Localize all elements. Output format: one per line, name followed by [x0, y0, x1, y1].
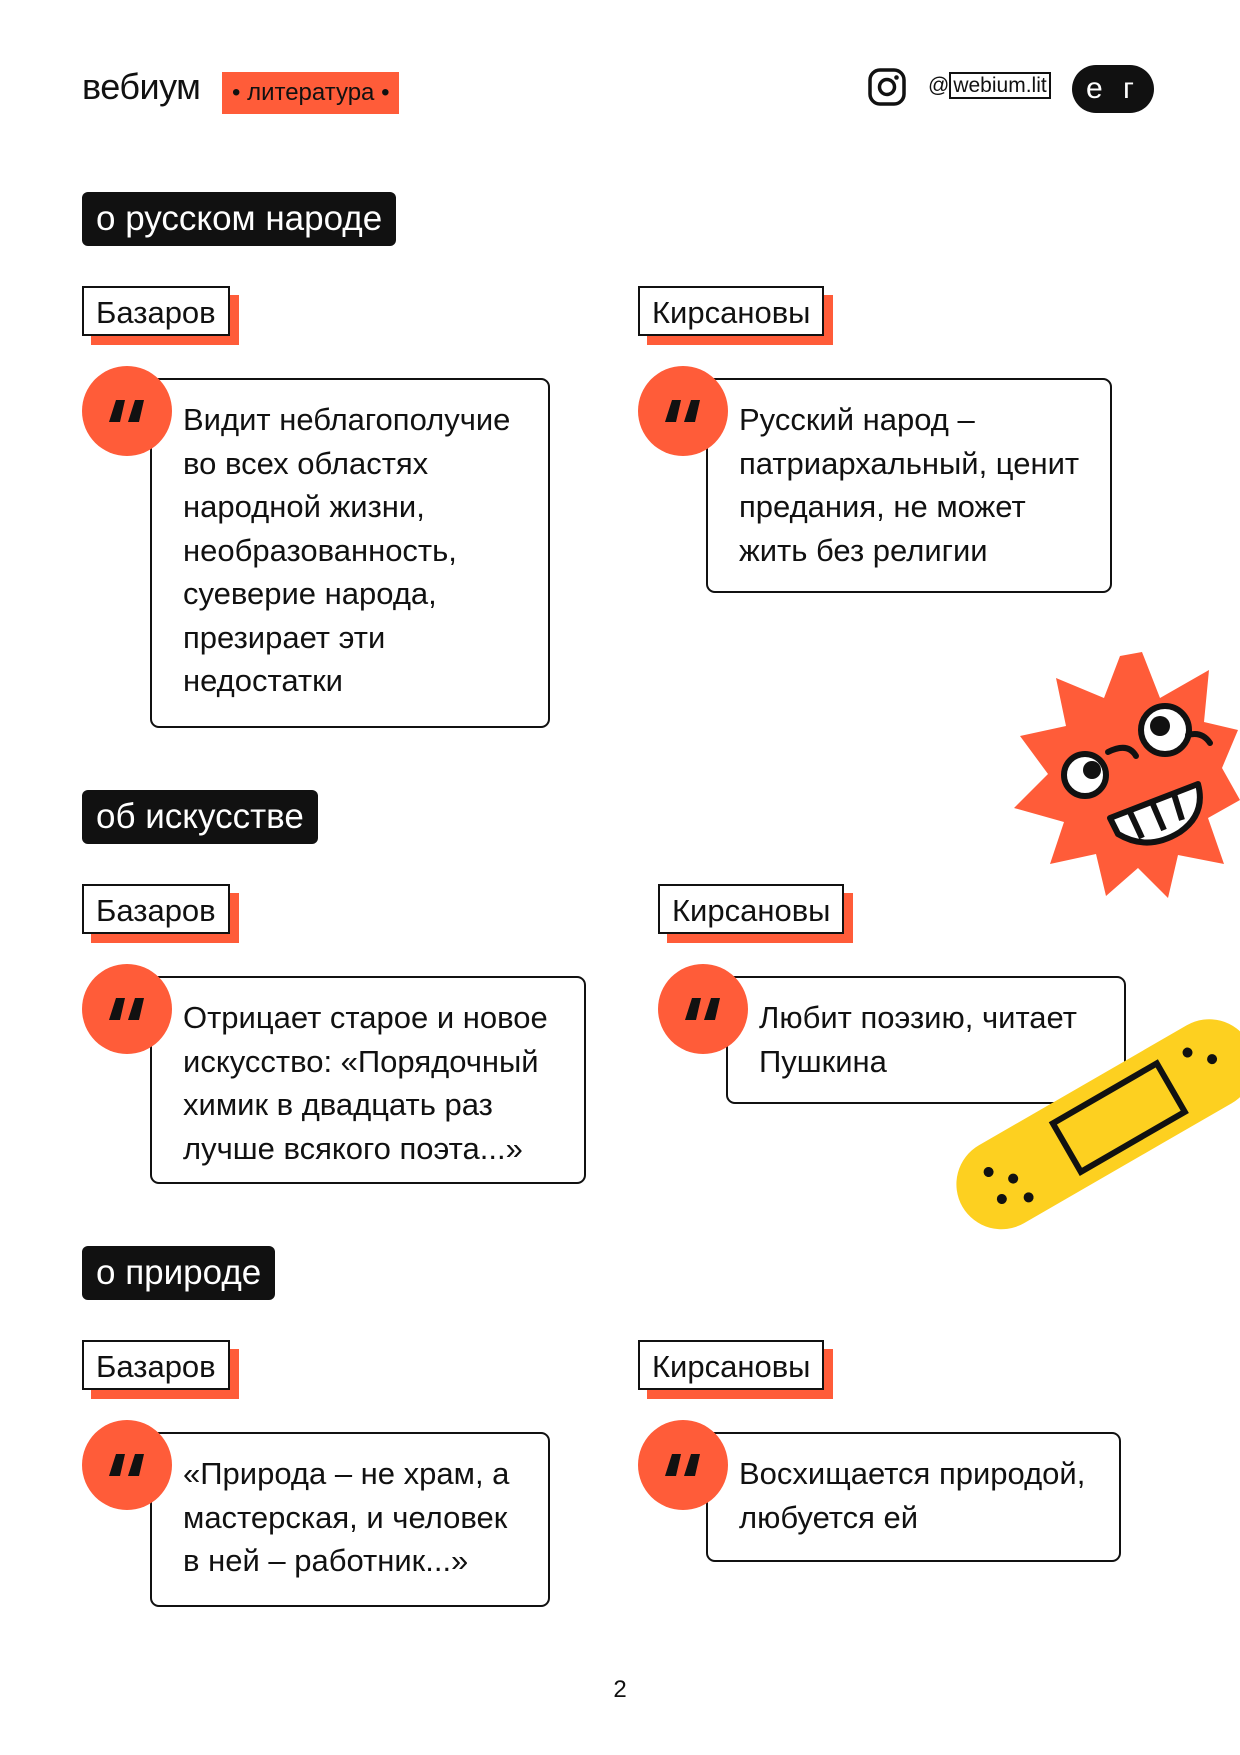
handle-text: webium.lit — [949, 72, 1051, 99]
at-sign: @ — [928, 74, 950, 97]
quote-card: «Природа – не храм, а мастерская, и чело… — [150, 1432, 550, 1607]
quote-card: Отрицает старое и новое искусство: «Поря… — [150, 976, 586, 1184]
page-number: 2 — [613, 1676, 627, 1703]
quote-card: Восхищается природой, любуется ей — [706, 1432, 1121, 1562]
quote-icon — [638, 366, 728, 456]
spiky-face-sticker — [1014, 652, 1240, 898]
name-tag-kirsanovs: Кирсановы — [638, 286, 825, 336]
section-title-art: об искусстве — [82, 790, 318, 844]
section-title-nature: о природе — [82, 1246, 276, 1300]
name-tag-bazarov: Базаров — [82, 1340, 230, 1390]
quote-card: Любит поэзию, читает Пушкина — [726, 976, 1126, 1104]
quote-card: Видит неблагополучие во всех областях на… — [150, 378, 550, 728]
brand-logo: вебиум — [82, 66, 201, 107]
subject-badge: • литература • — [222, 72, 400, 114]
quote-icon — [82, 964, 172, 1054]
name-tag-bazarov: Базаров — [82, 286, 230, 336]
quote-icon — [82, 366, 172, 456]
quote-icon — [82, 1420, 172, 1510]
name-tag-bazarov: Базаров — [82, 884, 230, 934]
quote-icon — [658, 964, 748, 1054]
quote-card: Русский народ – патриархальный, ценит пр… — [706, 378, 1112, 593]
quote-icon — [638, 1420, 728, 1510]
name-tag-kirsanovs: Кирсановы — [658, 884, 845, 934]
exam-badge: е г э — [1072, 65, 1154, 153]
instagram-icon[interactable] — [868, 68, 906, 106]
section-title-people: о русском народе — [82, 192, 397, 246]
name-tag-kirsanovs: Кирсановы — [638, 1340, 825, 1390]
social-handle[interactable]: @webium.lit — [928, 72, 1051, 99]
bandage-sticker — [956, 1019, 1240, 1230]
